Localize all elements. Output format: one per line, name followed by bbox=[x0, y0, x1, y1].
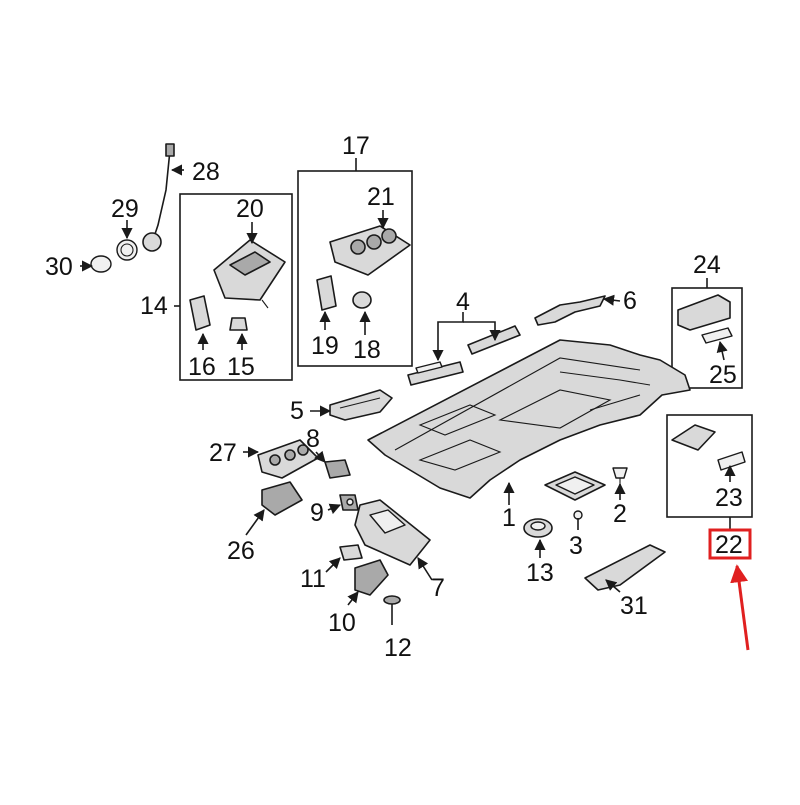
callout-10: 10 bbox=[328, 609, 356, 637]
module-part-26 bbox=[261, 481, 303, 516]
leader-31 bbox=[605, 579, 621, 593]
switch-panel-part-27 bbox=[257, 439, 319, 479]
callout-9: 9 bbox=[310, 499, 324, 527]
wire-part-28 bbox=[142, 143, 175, 252]
group-box-14 bbox=[179, 193, 293, 381]
console-part-20 bbox=[213, 239, 286, 309]
leader-9 bbox=[327, 503, 342, 515]
callout-20: 20 bbox=[236, 195, 264, 223]
strip-part-6 bbox=[534, 295, 606, 326]
trim-part-31 bbox=[584, 544, 666, 591]
callout-30: 30 bbox=[45, 253, 73, 281]
callout-31: 31 bbox=[620, 592, 648, 620]
callout-2: 2 bbox=[613, 500, 627, 528]
callout-21: 21 bbox=[367, 183, 395, 211]
bulb-part-18 bbox=[352, 291, 372, 309]
screw-part-12 bbox=[383, 595, 401, 625]
callout-6: 6 bbox=[623, 287, 637, 315]
callout-4: 4 bbox=[456, 288, 470, 316]
group-box-17 bbox=[297, 170, 413, 367]
leader-4b bbox=[463, 321, 501, 342]
callout-23: 23 bbox=[715, 484, 743, 512]
headliner-part bbox=[367, 339, 691, 499]
callout-labels: 1 2 3 4 5 6 7 8 9 10 11 12 13 14 15 16 1… bbox=[45, 132, 743, 662]
lens-part-16 bbox=[189, 295, 211, 331]
leader-26 bbox=[245, 509, 265, 536]
sun-visor-part-7 bbox=[354, 499, 431, 566]
bulb-part-15 bbox=[229, 317, 248, 331]
callout-11: 11 bbox=[300, 565, 326, 593]
callout-18: 18 bbox=[353, 336, 381, 364]
bulb-part-25 bbox=[701, 327, 733, 344]
callout-29: 29 bbox=[111, 195, 139, 223]
callout-14: 14 bbox=[140, 292, 168, 320]
frame-part-3 bbox=[544, 471, 606, 520]
callout-28: 28 bbox=[192, 158, 220, 186]
callout-1: 1 bbox=[502, 504, 516, 532]
map-light-part-23 bbox=[671, 424, 746, 471]
holder-part-10 bbox=[354, 559, 389, 596]
leader-11 bbox=[325, 557, 341, 573]
highlight-box bbox=[708, 528, 752, 560]
callout-12: 12 bbox=[384, 634, 412, 662]
callout-5: 5 bbox=[290, 397, 304, 425]
callout-8: 8 bbox=[306, 425, 320, 453]
clip-part-9 bbox=[339, 494, 359, 511]
lens-part-19 bbox=[316, 275, 337, 311]
callout-17: 17 bbox=[342, 132, 370, 160]
callout-16: 16 bbox=[188, 353, 216, 381]
leader-6 bbox=[602, 294, 621, 306]
callout-19: 19 bbox=[311, 332, 339, 360]
trim-part-5 bbox=[329, 389, 393, 421]
cap-part-13 bbox=[523, 518, 553, 538]
highlight-arrow bbox=[730, 564, 750, 651]
leader-lines bbox=[80, 158, 736, 606]
callout-7: 7 bbox=[431, 574, 445, 602]
callout-3: 3 bbox=[569, 532, 583, 560]
callout-13: 13 bbox=[526, 559, 554, 587]
leader-25 bbox=[716, 340, 728, 361]
callout-15: 15 bbox=[227, 353, 255, 381]
leader-10 bbox=[347, 591, 359, 606]
lamp-part-24 bbox=[677, 294, 731, 331]
leader-8 bbox=[314, 450, 326, 463]
o-ring-part-30 bbox=[90, 255, 112, 273]
console-part-21 bbox=[329, 225, 411, 276]
group-box-22 bbox=[666, 414, 753, 518]
callout-24: 24 bbox=[693, 251, 721, 279]
hook-part-8 bbox=[324, 459, 351, 479]
callout-27: 27 bbox=[209, 439, 237, 467]
leader-4a bbox=[432, 312, 464, 362]
callout-25: 25 bbox=[709, 361, 737, 389]
clip-part-11 bbox=[339, 544, 363, 561]
callout-22: 22 bbox=[715, 531, 743, 559]
callout-26: 26 bbox=[227, 537, 255, 565]
ring-part-29 bbox=[116, 239, 138, 261]
leader-7 bbox=[417, 557, 433, 581]
